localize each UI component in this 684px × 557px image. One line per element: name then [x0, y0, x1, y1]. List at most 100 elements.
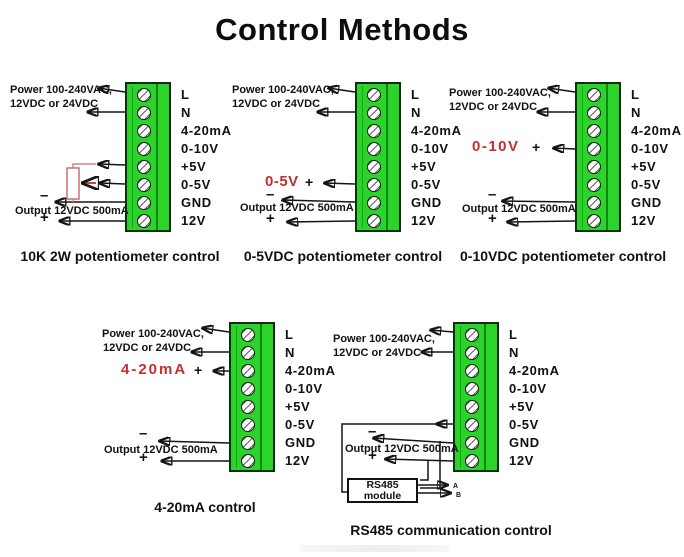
terminal-label: GND — [411, 195, 442, 210]
plus-sign: + — [139, 449, 148, 466]
terminal-label: 12V — [509, 453, 534, 468]
terminal-label: GND — [631, 195, 662, 210]
terminal-block — [355, 82, 401, 232]
screw-terminal — [241, 436, 255, 450]
terminal-label: 0-10V — [285, 381, 323, 396]
terminal-label: GND — [285, 435, 316, 450]
terminal-label: 0-10V — [181, 141, 219, 156]
output-label: Output 12VDC 500mA — [240, 202, 354, 214]
wires-0-5vdc-control — [282, 88, 356, 222]
terminal-label: L — [631, 87, 640, 102]
block-edge-line — [582, 86, 583, 228]
potentiometer-symbol — [66, 167, 80, 200]
wire-signal — [553, 148, 576, 149]
rs485-module-label-line1: RS485 — [366, 479, 399, 491]
terminal-block — [453, 322, 499, 472]
wires-10k-pot-control — [55, 88, 126, 221]
caption-0-5vdc-control: 0-5VDC potentiometer control — [243, 248, 443, 264]
wires-0-10vdc-control — [502, 88, 576, 222]
terminal-label: L — [411, 87, 420, 102]
power-label-line2: 12VDC or 24VDC — [449, 101, 538, 113]
wire-l — [430, 330, 454, 332]
block-divider-line — [606, 84, 608, 230]
screw-terminal — [587, 160, 601, 174]
wire-gnd — [159, 441, 230, 443]
screw-terminal — [241, 328, 255, 342]
signal-label-0-5v: 0-5V — [265, 173, 299, 190]
screw-terminal — [241, 418, 255, 432]
wire-12v — [507, 221, 576, 222]
screw-terminal — [465, 382, 479, 396]
screw-terminal — [465, 364, 479, 378]
terminal-block — [575, 82, 621, 232]
terminal-block — [229, 322, 275, 472]
plus-sign: + — [40, 209, 49, 226]
power-label-line1: Power 100-240VAC, — [102, 328, 204, 340]
signal-label-0-10v: 0-10V — [472, 138, 520, 155]
terminal-label: 0-5V — [285, 417, 315, 432]
caption-rs485-control: RS485 communication control — [350, 522, 552, 538]
block-edge-line — [362, 86, 363, 228]
wires-4-20ma-control — [159, 328, 230, 461]
screw-terminal — [465, 454, 479, 468]
block-divider-line — [386, 84, 388, 230]
screw-terminal — [587, 88, 601, 102]
screw-terminal — [137, 106, 151, 120]
screw-terminal — [241, 346, 255, 360]
terminal-label: N — [631, 105, 641, 120]
power-label-line1: Power 100-240VAC, — [333, 333, 435, 345]
plus-sign: + — [488, 210, 497, 227]
terminal-label: 12V — [411, 213, 436, 228]
plus-sign: + — [266, 210, 275, 227]
screw-terminal — [367, 124, 381, 138]
block-divider-line — [260, 324, 262, 470]
screw-terminal — [465, 328, 479, 342]
wire-l — [328, 88, 356, 92]
terminal-label: L — [285, 327, 294, 342]
power-label-line1: Power 100-240VAC, — [232, 84, 334, 96]
terminal-label: +5V — [411, 159, 437, 174]
pot-top-wire — [72, 163, 96, 168]
wire-l — [548, 88, 576, 92]
terminal-label: +5V — [509, 399, 535, 414]
terminal-label: +5V — [181, 159, 207, 174]
terminal-label: 0-5V — [181, 177, 211, 192]
power-label-line1: Power 100-240VAC, — [449, 87, 551, 99]
terminal-label: 4-20mA — [631, 123, 682, 138]
page-title: Control Methods — [215, 12, 469, 47]
terminal-label: L — [509, 327, 518, 342]
screw-terminal — [241, 364, 255, 378]
block-edge-line — [236, 326, 237, 468]
screw-terminal — [137, 160, 151, 174]
screw-terminal — [587, 178, 601, 192]
terminal-label: 0-5V — [411, 177, 441, 192]
screw-terminal — [587, 196, 601, 210]
terminal-label: 12V — [285, 453, 310, 468]
screw-terminal — [587, 142, 601, 156]
power-label-line1: Power 100-240VAC, — [10, 84, 112, 96]
minus-sign: – — [488, 186, 497, 203]
terminal-label: 4-20mA — [411, 123, 462, 138]
screw-terminal — [465, 418, 479, 432]
screw-terminal — [137, 178, 151, 192]
block-divider-line — [156, 84, 158, 230]
terminal-label: L — [181, 87, 190, 102]
wire-0-5v-to-module — [341, 423, 453, 493]
wire-gnd — [282, 200, 356, 202]
output-label: Output 12VDC 500mA — [462, 203, 576, 215]
screw-terminal — [241, 382, 255, 396]
block-edge-line — [460, 326, 461, 468]
screw-terminal — [137, 196, 151, 210]
screw-terminal — [587, 214, 601, 228]
screw-terminal — [367, 142, 381, 156]
screw-terminal — [465, 436, 479, 450]
power-label-line2: 12VDC or 24VDC — [103, 342, 192, 354]
terminal-label: 0-10V — [631, 141, 669, 156]
wire-gnd — [502, 201, 576, 202]
terminal-labels: L N 4-20mA 0-10V +5V 0-5V GND 12V — [181, 86, 235, 230]
power-label-line2: 12VDC or 24VDC — [333, 347, 422, 359]
screw-terminal — [137, 88, 151, 102]
screw-terminal — [465, 400, 479, 414]
screw-terminal — [465, 346, 479, 360]
